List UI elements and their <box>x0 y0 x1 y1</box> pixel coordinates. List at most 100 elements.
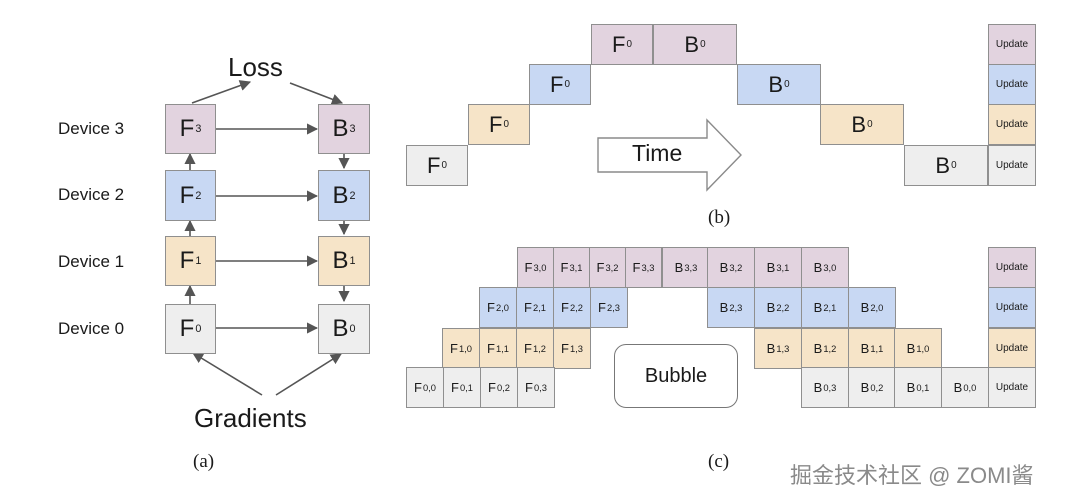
backward-cell-label: B <box>860 300 870 315</box>
forward-cell-subscript: 1,1 <box>495 343 509 354</box>
device-label-3: Device 3 <box>58 119 125 138</box>
forward-cell-label: F <box>524 260 533 275</box>
forward-cell-label: F <box>414 380 422 395</box>
forward-cell-subscript: 3,2 <box>605 262 619 273</box>
forward-cell-subscript: 2,2 <box>569 302 583 313</box>
forward-block-subscript: 3 <box>195 123 202 135</box>
backward-cell-label: B <box>813 341 823 356</box>
forward-block-subscript: 0 <box>626 39 632 50</box>
forward-block-label: F <box>550 71 564 97</box>
b-update-device0: Update <box>988 145 1036 186</box>
arrow-loss-b3 <box>289 82 344 105</box>
backward-block-subscript: 2 <box>349 189 356 202</box>
forward-cell-subscript: 1,0 <box>458 343 472 354</box>
forward-block-label: F <box>179 181 195 209</box>
backward-block-label: B <box>851 111 867 137</box>
backward-block-subscript: 0 <box>867 119 873 130</box>
device-label-1: Device 1 <box>58 252 125 271</box>
backward-cell-subscript: 1,3 <box>776 343 790 354</box>
c-update-cell-device2: Update <box>988 287 1036 328</box>
forward-block-subscript: 0 <box>441 160 447 171</box>
backward-cell-subscript: 2,1 <box>823 302 837 313</box>
forward-cell-subscript: 2,0 <box>495 302 509 313</box>
backward-block-subscript: 3 <box>349 123 356 135</box>
backward-cell-subscript: 1,2 <box>823 343 837 354</box>
arrow-gradients-b0 <box>275 353 342 396</box>
forward-block-label: F <box>179 315 195 342</box>
backward-cell-subscript: 3,0 <box>823 262 837 273</box>
forward-block-subscript: 0 <box>503 119 509 130</box>
forward-cell-label: F <box>632 260 641 275</box>
forward-cell-subscript: 0,3 <box>533 382 547 393</box>
backward-cell-subscript: 0,0 <box>963 382 977 393</box>
backward-cell-subscript: 0,3 <box>823 382 837 393</box>
caption-c: (c) <box>708 451 730 472</box>
arrow-f3-loss <box>191 80 252 104</box>
time-label: Time <box>632 140 683 166</box>
forward-block-label: F <box>427 152 441 178</box>
forward-cell-label: F <box>488 380 496 395</box>
b-update-device1: Update <box>988 104 1036 145</box>
caption-a: (a) <box>193 451 215 472</box>
backward-cell-subscript: 3,2 <box>729 262 743 273</box>
forward-cell-label: F <box>561 341 569 356</box>
backward-cell-label: B <box>766 260 776 275</box>
backward-block-subscript: 0 <box>349 323 356 335</box>
backward-cell-label: B <box>906 341 916 356</box>
forward-block-label: F <box>489 111 503 137</box>
backward-block-label: B <box>332 181 349 209</box>
gradients-label: Gradients <box>194 403 307 433</box>
backward-cell-label: B <box>906 380 916 395</box>
forward-block-subscript: 1 <box>195 255 202 267</box>
backward-cell-subscript: 3,1 <box>776 262 790 273</box>
backward-block-subscript: 0 <box>700 39 706 50</box>
forward-cell-label: F <box>561 300 569 315</box>
forward-block-label: F <box>179 115 195 142</box>
c-update-cell-device0: Update <box>988 367 1036 408</box>
backward-block-label: B <box>935 152 951 178</box>
backward-cell-label: B <box>860 341 870 356</box>
backward-block-label: B <box>684 31 700 57</box>
forward-block-label: F <box>612 31 626 57</box>
c-update-cell-device1: Update <box>988 328 1036 369</box>
backward-cell-subscript: 2,2 <box>776 302 790 313</box>
backward-cell-label: B <box>813 300 823 315</box>
device-label-2: Device 2 <box>58 185 125 204</box>
backward-cell-label: B <box>860 380 870 395</box>
backward-cell-subscript: 2,3 <box>729 302 743 313</box>
forward-block-subscript: 0 <box>564 79 570 90</box>
c-update-cell-device3: Update <box>988 247 1036 288</box>
